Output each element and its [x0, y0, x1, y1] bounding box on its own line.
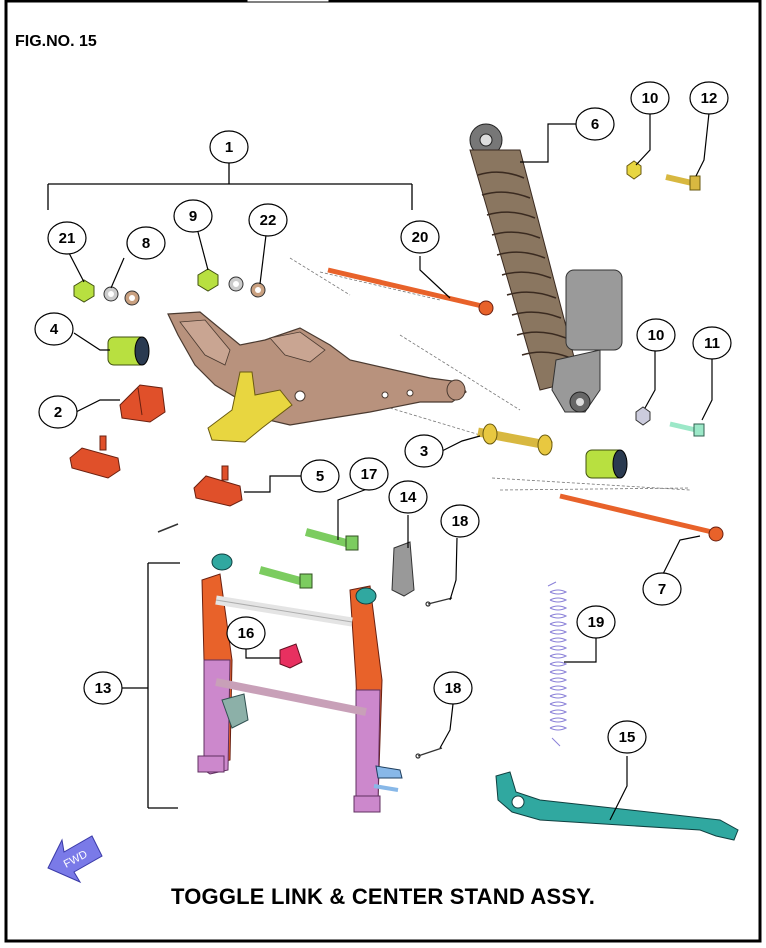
bolt-17	[304, 528, 359, 551]
bolt-12	[665, 174, 701, 191]
callout-number: 2	[54, 404, 62, 421]
callout-2: 2	[38, 395, 78, 429]
spacer-bolt-3	[477, 423, 553, 456]
center-stand-13	[197, 553, 403, 813]
callout-18: 18	[433, 671, 473, 705]
toggle-link	[167, 311, 467, 426]
top-tab	[246, 0, 330, 3]
bolt-11	[669, 421, 705, 437]
page-border	[4, 0, 762, 943]
callout-6: 6	[575, 107, 615, 141]
washer-8a	[103, 286, 119, 302]
callout-10: 10	[636, 318, 676, 352]
stopper-16	[279, 643, 303, 669]
callout-22: 22	[248, 203, 288, 237]
yellow-bracket	[207, 371, 293, 443]
shock-absorber-6	[469, 123, 623, 413]
callout-7: 7	[642, 572, 682, 606]
callout-number: 16	[238, 625, 255, 642]
callout-number: 12	[701, 90, 718, 107]
callout-number: 1	[225, 139, 233, 156]
washer-8b	[124, 290, 140, 306]
callout-number: 10	[642, 90, 659, 107]
callout-number: 21	[59, 230, 76, 247]
bushing-4	[107, 336, 150, 366]
callout-4: 4	[34, 312, 74, 346]
callout-number: 10	[648, 327, 665, 344]
callout-3: 3	[404, 434, 444, 468]
callout-13: 13	[83, 671, 123, 705]
callout-number: 13	[95, 680, 112, 697]
callout-number: 9	[189, 208, 197, 225]
stopper-block-2	[119, 384, 166, 423]
callout-20: 20	[400, 220, 440, 254]
group-1-bracket	[47, 162, 413, 210]
axle-20	[327, 267, 494, 316]
callout-19: 19	[576, 605, 616, 639]
callout-18: 18	[440, 504, 480, 538]
callout-number: 7	[658, 581, 666, 598]
pin-small	[157, 523, 179, 533]
cotter-pin-18a	[425, 597, 453, 607]
callout-8: 8	[126, 226, 166, 260]
alignment-lines	[289, 257, 691, 491]
callout-10: 10	[630, 81, 670, 115]
cotter-pin-18b	[415, 747, 443, 759]
callout-number: 5	[316, 468, 324, 485]
callout-number: 15	[619, 729, 636, 746]
callout-12: 12	[689, 81, 729, 115]
washer-9	[228, 276, 244, 292]
spring-19	[547, 581, 568, 747]
stopper-block-5	[193, 465, 243, 507]
group-13-bracket	[121, 562, 180, 809]
callout-number: 18	[445, 680, 462, 697]
callout-number: 6	[591, 116, 599, 133]
bolt-stand	[258, 566, 313, 589]
callout-number: 11	[704, 335, 720, 352]
callout-number: 4	[50, 321, 59, 338]
callout-21: 21	[47, 221, 87, 255]
stopper-block-left	[69, 435, 121, 479]
fwd-arrow: FWD	[47, 835, 103, 884]
callout-5: 5	[300, 459, 340, 493]
figure-title: TOGGLE LINK & CENTER STAND ASSY.	[170, 884, 596, 909]
callout-14: 14	[388, 480, 428, 514]
bushing-right	[585, 449, 628, 479]
callout-number: 19	[588, 614, 605, 631]
nut-21	[73, 279, 95, 303]
washer-22	[250, 282, 266, 298]
leader-lines	[68, 112, 713, 821]
nut-9	[197, 268, 219, 292]
callout-9: 9	[173, 199, 213, 233]
callout-number: 18	[452, 513, 469, 530]
nut-10-top	[626, 160, 642, 180]
axle-7	[559, 493, 724, 542]
callout-11: 11	[692, 326, 732, 360]
callout-15: 15	[607, 720, 647, 754]
callout-number: 22	[260, 212, 277, 229]
side-stand-15	[495, 771, 739, 841]
callout-1: 1	[209, 130, 249, 164]
plate-14	[391, 541, 415, 597]
figure-number: FIG.NO. 15	[15, 33, 97, 50]
callout-number: 3	[420, 443, 428, 460]
callout-number: 8	[142, 235, 150, 252]
callout-17: 17	[349, 457, 389, 491]
callout-16: 16	[226, 616, 266, 650]
nut-10-lower	[635, 406, 651, 426]
callout-number: 17	[361, 466, 378, 483]
callout-number: 20	[412, 229, 429, 246]
callout-number: 14	[400, 489, 417, 506]
